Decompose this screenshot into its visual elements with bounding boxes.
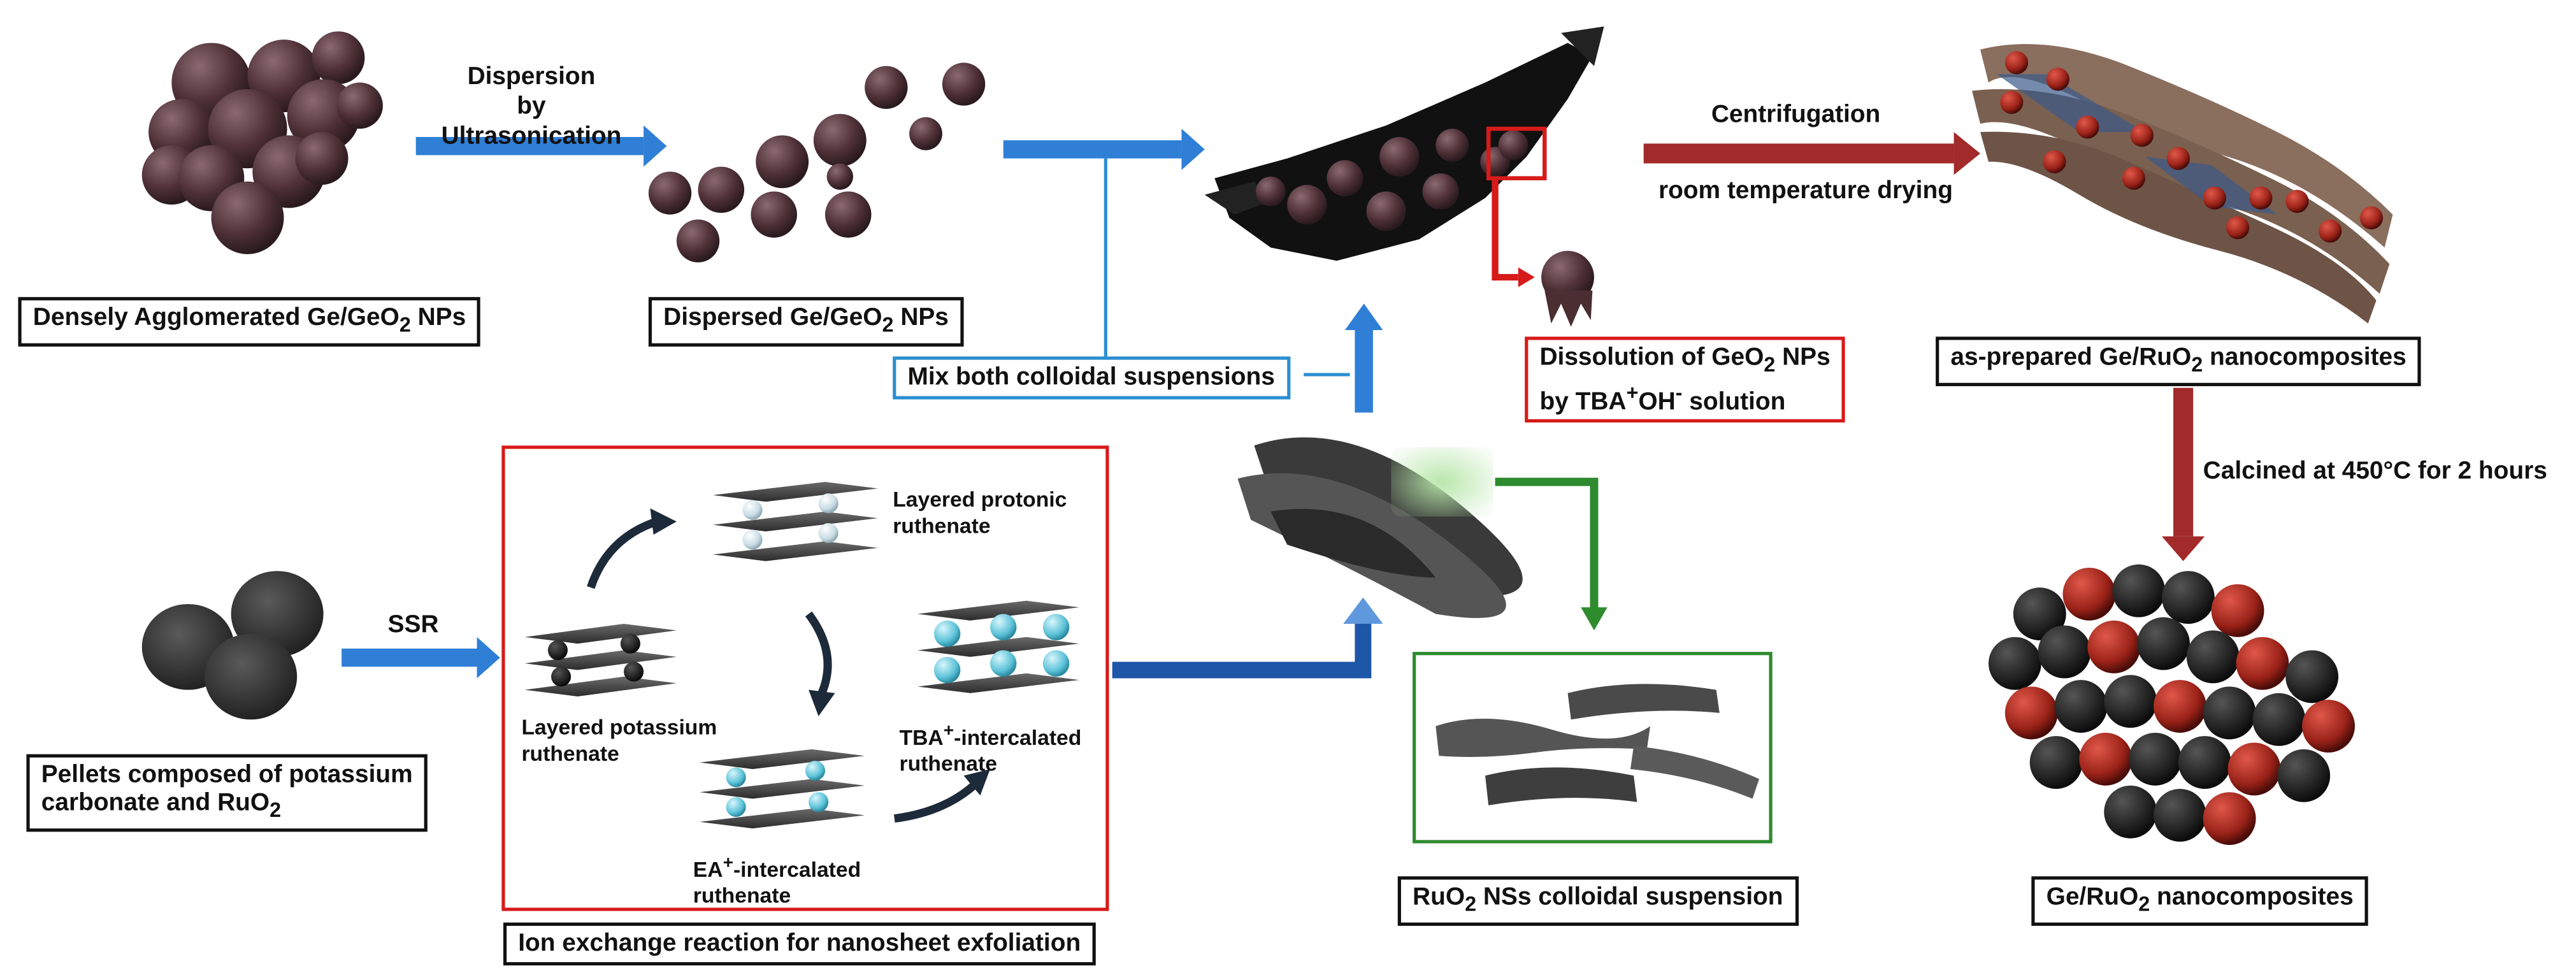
ea-intercalated-label: EA+-intercalated ruthenate — [693, 853, 861, 909]
ssr-arrow — [342, 637, 500, 679]
drying-label: room temperature drying — [1658, 177, 1953, 205]
calcination-label: Calcined at 450°C for 2 hours — [2203, 457, 2547, 486]
centrifugation-label: Centrifugation — [1711, 100, 1881, 129]
ruo2-nanosheets-label: RuO2 NSs colloidal suspension — [1397, 876, 1798, 926]
dissolved-particle-image — [1541, 250, 1594, 327]
upward-mix-arrow — [1344, 303, 1383, 413]
curved-arrow-3 — [893, 768, 990, 823]
box-to-nanosheet-arrow — [1112, 597, 1383, 679]
layered-protonic-stack — [712, 482, 878, 561]
calcination-arrow — [2161, 387, 2205, 561]
ssr-label: SSR — [387, 610, 439, 639]
dispersion-arrow — [415, 125, 667, 167]
ge-ruo2-label: Ge/RuO2 nanocomposites — [2031, 876, 2369, 926]
ion-exchange-label: Ion exchange reaction for nanosheet exfo… — [503, 922, 1096, 966]
tba-intercalated-label: TBA+-intercalated ruthenate — [899, 721, 1082, 777]
zoom-callout-arrow — [1492, 178, 1535, 287]
mix-label: Mix both colloidal suspensions — [893, 356, 1290, 400]
as-prepared-label: as-prepared Ge/RuO2 nanocomposites — [1936, 336, 2422, 387]
dissolution-label: Dissolution of GeO2 NPs by TBA+OH- solut… — [1525, 336, 1846, 423]
curved-arrow-2 — [805, 611, 835, 717]
zoom-highlight-box — [1486, 126, 1547, 180]
nanosheet-swirl-image — [1237, 437, 1523, 618]
ion-exchange-box — [501, 445, 1109, 911]
ruo2-nanosheets-image — [1436, 684, 1759, 805]
curved-arrow-1 — [587, 508, 677, 589]
agglomerated-particles-image — [141, 31, 383, 254]
ea-intercalated-stack — [700, 749, 865, 829]
pellets-label: Pellets composed of potassium carbonate … — [26, 754, 428, 832]
tba-intercalated-stack — [917, 600, 1079, 693]
dispersed-particles-image — [648, 62, 986, 263]
dispersed-label: Dispersed Ge/GeO2 NPs — [648, 297, 964, 347]
calcined-nanocomposite-image — [1988, 564, 2355, 846]
pellets-image — [141, 571, 324, 720]
green-arrow — [1495, 477, 1608, 631]
densely-agglomerated-label: Densely Agglomerated Ge/GeO2 NPs — [18, 297, 481, 347]
centrifugation-arrow — [1643, 132, 1980, 175]
mix-arrow-top — [1003, 129, 1350, 377]
layered-potassium-stack — [524, 624, 677, 696]
as-prepared-nanocomposite-image — [1972, 44, 2393, 324]
